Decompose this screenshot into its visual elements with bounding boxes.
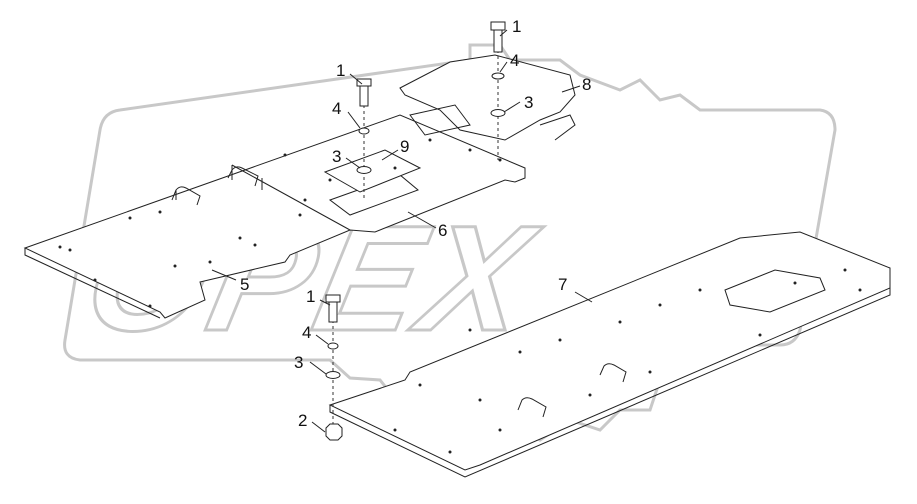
bolt-icon [328,299,338,323]
nut-icon [325,423,343,441]
bolt-icon [493,27,503,53]
access-panel [724,269,826,313]
fastener-stack-top-left [356,78,372,200]
floor-plate-right [328,231,891,478]
plate-seam [231,164,351,231]
plate-7-holes [393,268,862,454]
washer-icon [327,342,339,350]
callout-4-top-left: 4 [332,99,341,118]
callout-9: 9 [400,137,409,156]
callout-3-bottom: 3 [294,353,303,372]
washer-icon [491,72,505,80]
plate-part-8-underside [409,104,471,136]
washer-icon [358,127,370,135]
handle-center [227,166,259,187]
handle-right-lower [517,397,547,418]
washer-icon [490,109,506,117]
handle-left [171,186,201,206]
fastener-stack-top-right [490,21,506,160]
callout-5: 5 [240,275,249,294]
plate-part-8-tab [539,114,576,141]
fastener-stack-bottom [325,294,343,441]
callout-3-top-right: 3 [524,93,533,112]
callout-8: 8 [582,75,591,94]
callout-2: 2 [298,411,307,430]
plate-holes [58,138,502,308]
callout-4-top-right: 4 [510,51,519,70]
plate-part-7-thickness [329,288,891,478]
plate-left-thickness [24,248,161,319]
callout-labels: 1 1 1 2 3 3 3 4 4 4 5 6 7 8 9 [240,17,591,430]
handle-right-upper [599,363,627,383]
washer-icon [356,166,372,174]
callout-1-bottom: 1 [306,287,315,306]
callout-1-top-left: 1 [336,61,345,80]
callout-4-bottom: 4 [302,323,311,342]
washer-icon [325,371,341,379]
callout-6: 6 [438,221,447,240]
leader-lines [211,29,593,433]
callout-1-top-right: 1 [512,17,521,36]
cover-plate-part-8 [399,54,576,141]
small-plate-part-9 [323,149,422,216]
bolt-icon [359,83,369,107]
callout-3-middle: 3 [332,147,341,166]
plate-part-8 [399,54,576,141]
plate-part-9-upper [323,149,422,193]
callout-7: 7 [558,275,567,294]
